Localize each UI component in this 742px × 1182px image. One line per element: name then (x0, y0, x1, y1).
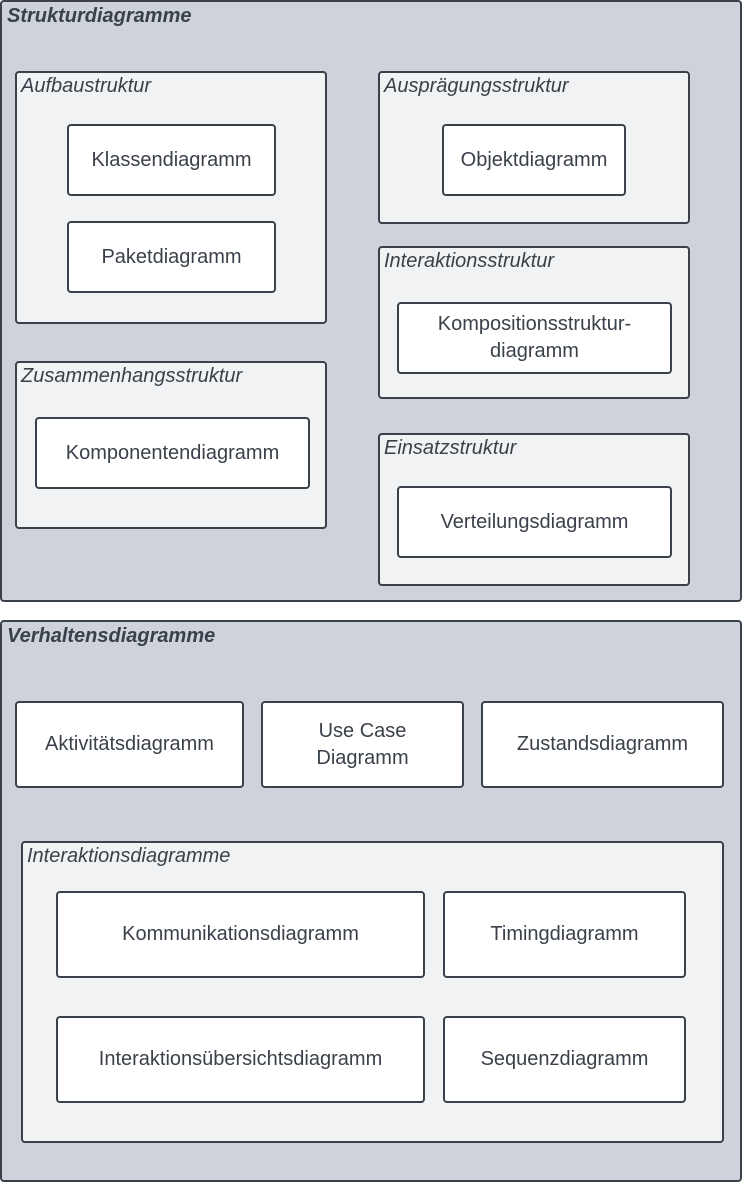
interaktionsuebersichtsdiagramm-label: Interaktionsübersichtsdiagramm (98, 1048, 383, 1070)
zusammenhangsstruktur-title: Zusammenhangsstruktur (21, 365, 243, 387)
verhaltensdiagramme-title: Verhaltensdiagramme (7, 625, 216, 647)
timingdiagramm-label: Timingdiagramm (490, 923, 639, 945)
verteilungsdiagramm-box[interactable]: Verteilungsdiagramm (397, 486, 672, 558)
paketdiagramm-box[interactable]: Paketdiagramm (67, 221, 276, 293)
komponentendiagramm-label: Komponentendiagramm (65, 441, 280, 464)
sequenzdiagramm-box[interactable]: Sequenzdiagramm (443, 1016, 686, 1103)
interaktionsuebersichtsdiagramm-box[interactable]: Interaktionsübersichtsdiagramm (56, 1016, 425, 1103)
paketdiagramm-label: Paketdiagramm (101, 245, 242, 268)
objektdiagramm-label: Objektdiagramm (460, 148, 608, 171)
aktivitaetsdiagramm-label: Aktivitätsdiagramm (45, 733, 214, 755)
klassendiagramm-label: Klassendiagramm (91, 148, 252, 171)
interaktionsstruktur-title: Interaktionsstruktur (384, 250, 555, 272)
komponentendiagramm-box[interactable]: Komponentendiagramm (35, 417, 310, 489)
zustandsdiagramm-label: Zustandsdiagramm (516, 733, 689, 755)
aufbaustruktur-title: Aufbaustruktur (21, 75, 152, 97)
einsatzstruktur-group: Einsatzstruktur Verteilungsdiagramm (378, 433, 690, 586)
zusammenhangsstruktur-group: Zusammenhangsstruktur Komponentendiagram… (15, 361, 327, 529)
timingdiagramm-box[interactable]: Timingdiagramm (443, 891, 686, 978)
kommunikationsdiagramm-label: Kommunikationsdiagramm (122, 923, 359, 945)
objektdiagramm-box[interactable]: Objektdiagramm (442, 124, 626, 196)
auspraegungsstruktur-title: Ausprägungsstruktur (384, 75, 569, 97)
verhaltensdiagramme-container: Verhaltensdiagramme Aktivitätsdiagramm U… (0, 620, 742, 1182)
sequenzdiagramm-label: Sequenzdiagramm (480, 1048, 649, 1070)
strukturdiagramme-title: Strukturdiagramme (7, 5, 192, 27)
klassendiagramm-box[interactable]: Klassendiagramm (67, 124, 276, 196)
kompositionsstrukturdiagramm-label: Kompositionsstruktur- diagramm (437, 313, 632, 362)
interaktionsdiagramme-group: Interaktionsdiagramme Kommunikationsdiag… (21, 841, 724, 1143)
zustandsdiagramm-box[interactable]: Zustandsdiagramm (481, 701, 724, 788)
aktivitaetsdiagramm-box[interactable]: Aktivitätsdiagramm (15, 701, 244, 788)
kommunikationsdiagramm-box[interactable]: Kommunikationsdiagramm (56, 891, 425, 978)
usecase-diagramm-box[interactable]: Use Case Diagramm (261, 701, 464, 788)
aufbaustruktur-group: Aufbaustruktur Klassendiagramm Paketdiag… (15, 71, 327, 324)
strukturdiagramme-container: Strukturdiagramme Aufbaustruktur Klassen… (0, 0, 742, 602)
verteilungsdiagramm-label: Verteilungsdiagramm (440, 510, 629, 533)
auspraegungsstruktur-group: Ausprägungsstruktur Objektdiagramm (378, 71, 690, 224)
interaktionsdiagramme-title: Interaktionsdiagramme (27, 845, 231, 867)
kompositionsstrukturdiagramm-box[interactable]: Kompositionsstruktur- diagramm (397, 302, 672, 374)
interaktionsstruktur-group: Interaktionsstruktur Kompositionsstruktu… (378, 246, 690, 399)
usecase-diagramm-label: Use Case Diagramm (316, 719, 409, 769)
einsatzstruktur-title: Einsatzstruktur (384, 437, 517, 459)
